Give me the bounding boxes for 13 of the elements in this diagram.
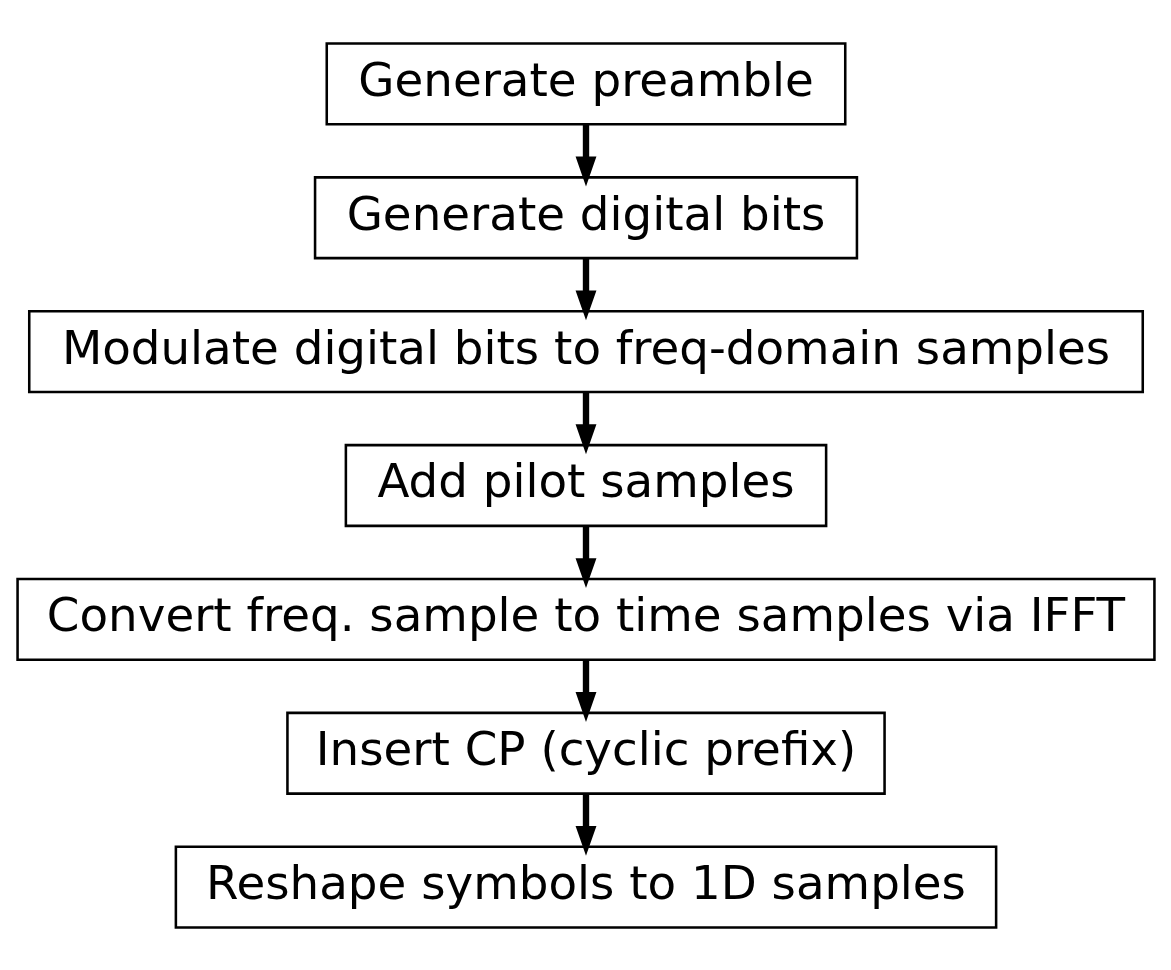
arrow <box>575 258 596 320</box>
node-box: Modulate digital bits to freq-domain samples <box>27 309 1144 393</box>
node-box: Add pilot samples <box>344 443 827 527</box>
node-box: Generate preamble <box>324 41 847 126</box>
node-box: Generate digital bits <box>313 175 858 259</box>
arrow <box>575 659 596 722</box>
node-box: Convert freq. sample to time samples via IFFT <box>15 577 1156 661</box>
node-box: Insert CP (cyclic prefix) <box>285 711 886 795</box>
node-box: Reshape symbols to 1D samples <box>174 844 997 929</box>
arrow <box>575 124 596 186</box>
arrow <box>575 526 596 588</box>
arrow <box>575 793 596 856</box>
arrow <box>575 392 596 454</box>
